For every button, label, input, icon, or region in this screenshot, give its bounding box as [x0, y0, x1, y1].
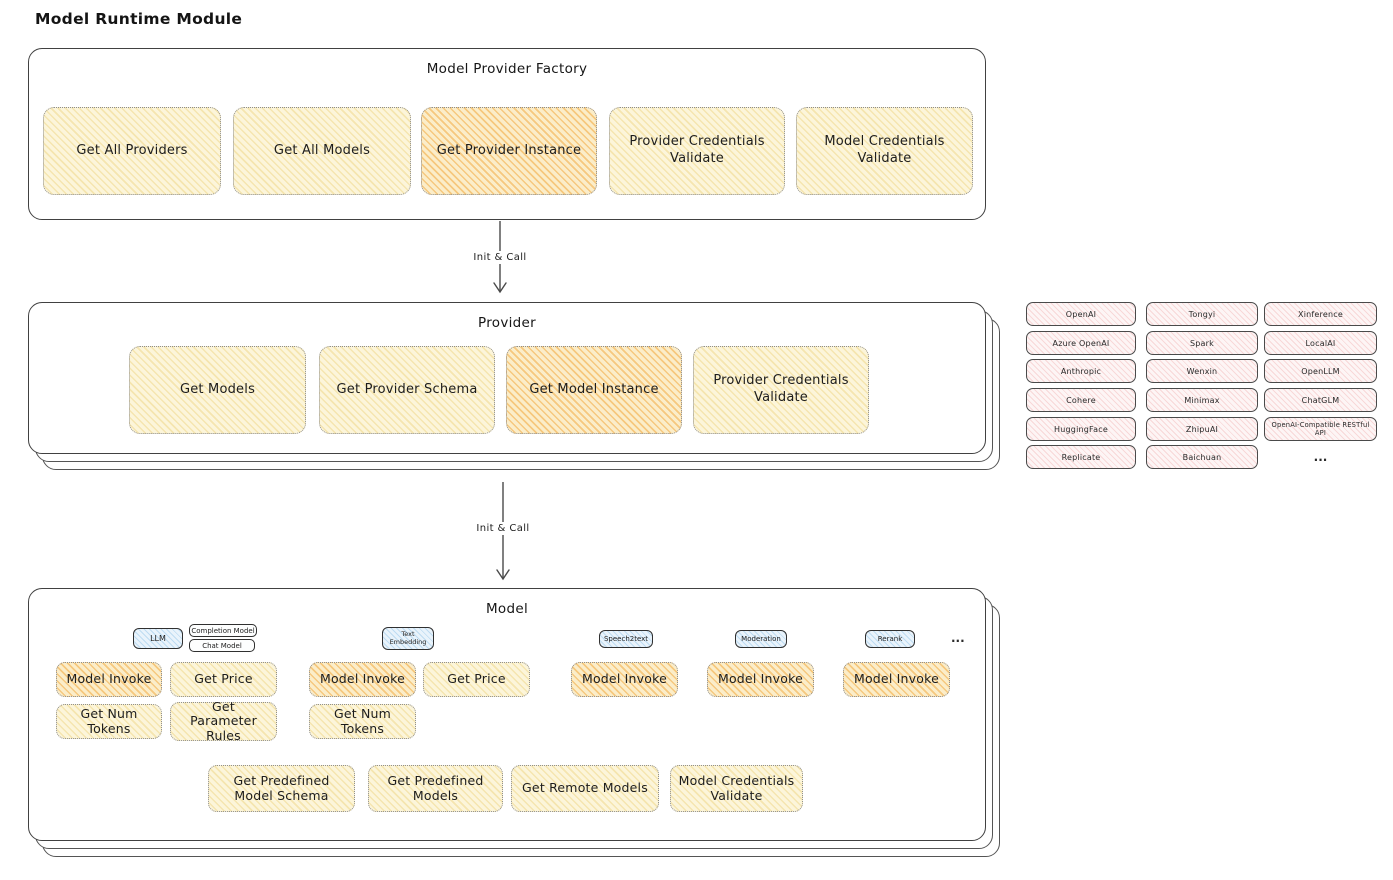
chip-llm-model-invoke: Model Invoke — [56, 662, 162, 697]
provider-openai-compatible-restful-api: OpenAI-Compatible RESTful API — [1264, 417, 1377, 441]
chip-get-predefined-model-schema: Get Predefined Model Schema — [208, 765, 355, 812]
chip-speech2text-model-invoke: Model Invoke — [571, 662, 678, 697]
provider-huggingface: HuggingFace — [1026, 417, 1136, 441]
model-provider-factory-panel: Model Provider Factory Get All Providers… — [28, 48, 986, 220]
providers-more-ellipsis: ... — [1313, 450, 1328, 464]
chip-moderation-model-invoke: Model Invoke — [707, 662, 814, 697]
badge-llm: LLM — [133, 628, 183, 649]
method-get-models: Get Models — [129, 346, 306, 434]
method-provider-credentials-validate: Provider Credentials Validate — [609, 107, 785, 195]
provider-zhipuai: ZhipuAI — [1146, 417, 1258, 441]
chip-get-remote-models: Get Remote Models — [511, 765, 659, 812]
badge-moderation: Moderation — [735, 630, 787, 648]
method-get-provider-instance: Get Provider Instance — [421, 107, 597, 195]
provider-wenxin: Wenxin — [1146, 359, 1258, 383]
provider-anthropic: Anthropic — [1026, 359, 1136, 383]
provider-azure-openai: Azure OpenAI — [1026, 331, 1136, 355]
provider-spark: Spark — [1146, 331, 1258, 355]
chip-llm-get-num-tokens: Get Num Tokens — [56, 704, 162, 739]
provider-openai: OpenAI — [1026, 302, 1136, 326]
provider-label: Provider — [478, 315, 536, 331]
chip-rerank-model-invoke: Model Invoke — [843, 662, 950, 697]
factory-label: Model Provider Factory — [426, 61, 588, 77]
provider-tongyi: Tongyi — [1146, 302, 1258, 326]
method-get-all-providers: Get All Providers — [43, 107, 221, 195]
method-model-credentials-validate: Model Credentials Validate — [796, 107, 973, 195]
model-label: Model — [485, 601, 529, 617]
provider-openllm: OpenLLM — [1264, 359, 1377, 383]
model-types-more-ellipsis: ... — [951, 631, 965, 645]
provider-replicate: Replicate — [1026, 445, 1136, 469]
badge-completion-model: Completion Model — [189, 624, 257, 637]
chip-model-credentials-validate: Model Credentials Validate — [670, 765, 803, 812]
provider-chatglm: ChatGLM — [1264, 388, 1377, 412]
provider-localai: LocalAI — [1264, 331, 1377, 355]
chip-get-predefined-models: Get Predefined Models — [368, 765, 503, 812]
chip-embedding-get-num-tokens: Get Num Tokens — [309, 704, 416, 739]
model-panel: Model LLM Completion Model Chat Model Te… — [28, 588, 986, 841]
method-get-all-models: Get All Models — [233, 107, 411, 195]
method-provider-credentials-validate-2: Provider Credentials Validate — [693, 346, 869, 434]
diagram-title: Model Runtime Module — [35, 10, 243, 28]
provider-minimax: Minimax — [1146, 388, 1258, 412]
provider-xinference: Xinference — [1264, 302, 1377, 326]
chip-embedding-get-price: Get Price — [423, 662, 530, 697]
provider-panel: Provider Get Models Get Provider Schema … — [28, 302, 986, 454]
arrow-label-init-call-1: Init & Call — [469, 251, 531, 264]
provider-cohere: Cohere — [1026, 388, 1136, 412]
method-get-model-instance: Get Model Instance — [506, 346, 682, 434]
arrow-label-init-call-2: Init & Call — [472, 522, 534, 535]
badge-speech2text: Speech2text — [599, 630, 653, 648]
chip-embedding-model-invoke: Model Invoke — [309, 662, 416, 697]
chip-llm-get-price: Get Price — [170, 662, 277, 697]
provider-baichuan: Baichuan — [1146, 445, 1258, 469]
badge-text-embedding: Text Embedding — [382, 627, 434, 650]
badge-rerank: Rerank — [865, 630, 915, 648]
badge-chat-model: Chat Model — [189, 639, 255, 652]
method-get-provider-schema: Get Provider Schema — [319, 346, 495, 434]
chip-llm-get-parameter-rules: Get Parameter Rules — [170, 699, 277, 742]
